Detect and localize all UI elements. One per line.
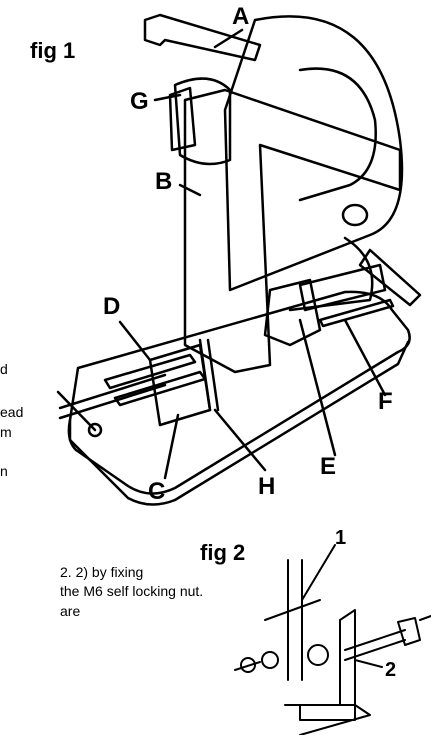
motor-housing <box>173 77 232 166</box>
text-fragment: n <box>0 463 8 479</box>
washer <box>307 644 329 666</box>
label-c: C <box>148 478 166 505</box>
label-g: G <box>130 88 149 115</box>
label-f: F <box>378 388 393 415</box>
nut <box>240 657 256 673</box>
bolt-head <box>397 617 421 646</box>
axis-line <box>419 615 431 621</box>
leader-line-1 <box>301 544 336 601</box>
bolt <box>344 629 406 651</box>
leader-line-e <box>298 318 337 457</box>
leader-line-d <box>118 320 152 362</box>
label-a: A <box>232 3 250 30</box>
vice-handle <box>56 390 97 432</box>
l-bracket-base <box>284 704 371 735</box>
fig1-title: fig 1 <box>30 38 76 63</box>
text-fragment: d <box>0 361 8 377</box>
leader-line-g <box>153 93 182 102</box>
outline-stub <box>264 599 321 621</box>
rod <box>206 338 220 412</box>
washer <box>261 651 279 669</box>
l-bracket <box>299 609 356 721</box>
clamp-lever <box>358 248 422 307</box>
text-fragment: 2. 2) by fixing <box>60 564 144 580</box>
handle-arm <box>143 13 262 62</box>
label-h: H <box>258 473 276 500</box>
label-d: D <box>103 293 121 320</box>
text-fragment: ead <box>0 404 24 420</box>
vice-knob <box>87 422 103 438</box>
main-arm <box>183 88 402 374</box>
leader-line-h <box>213 408 267 472</box>
bolt <box>344 639 406 661</box>
blade-hub <box>341 203 369 227</box>
label-2: 2 <box>385 659 397 681</box>
label-e: E <box>320 453 337 480</box>
label-1: 1 <box>335 527 347 549</box>
text-fragment: m <box>0 424 12 440</box>
base-plate-edge <box>68 340 410 506</box>
base-slot <box>103 353 197 390</box>
leader-line-f <box>343 318 387 397</box>
axis-line <box>234 661 261 671</box>
base-slot <box>318 298 395 328</box>
blade-guard <box>223 15 404 292</box>
leader-line-c <box>163 413 180 480</box>
clamp-bracket <box>298 263 387 312</box>
motor-cap <box>168 86 197 152</box>
label-b: B <box>155 168 173 195</box>
vice-screw <box>58 373 167 410</box>
text-fragment: the M6 self locking nut. <box>60 583 204 599</box>
text-fragment: are <box>60 603 81 619</box>
rod <box>198 338 212 412</box>
leader-line-a <box>213 28 244 49</box>
leader-line-b <box>178 183 202 197</box>
fig2-title: fig 2 <box>200 540 246 565</box>
blade-flange <box>298 67 377 202</box>
leader-line-2 <box>354 659 383 668</box>
